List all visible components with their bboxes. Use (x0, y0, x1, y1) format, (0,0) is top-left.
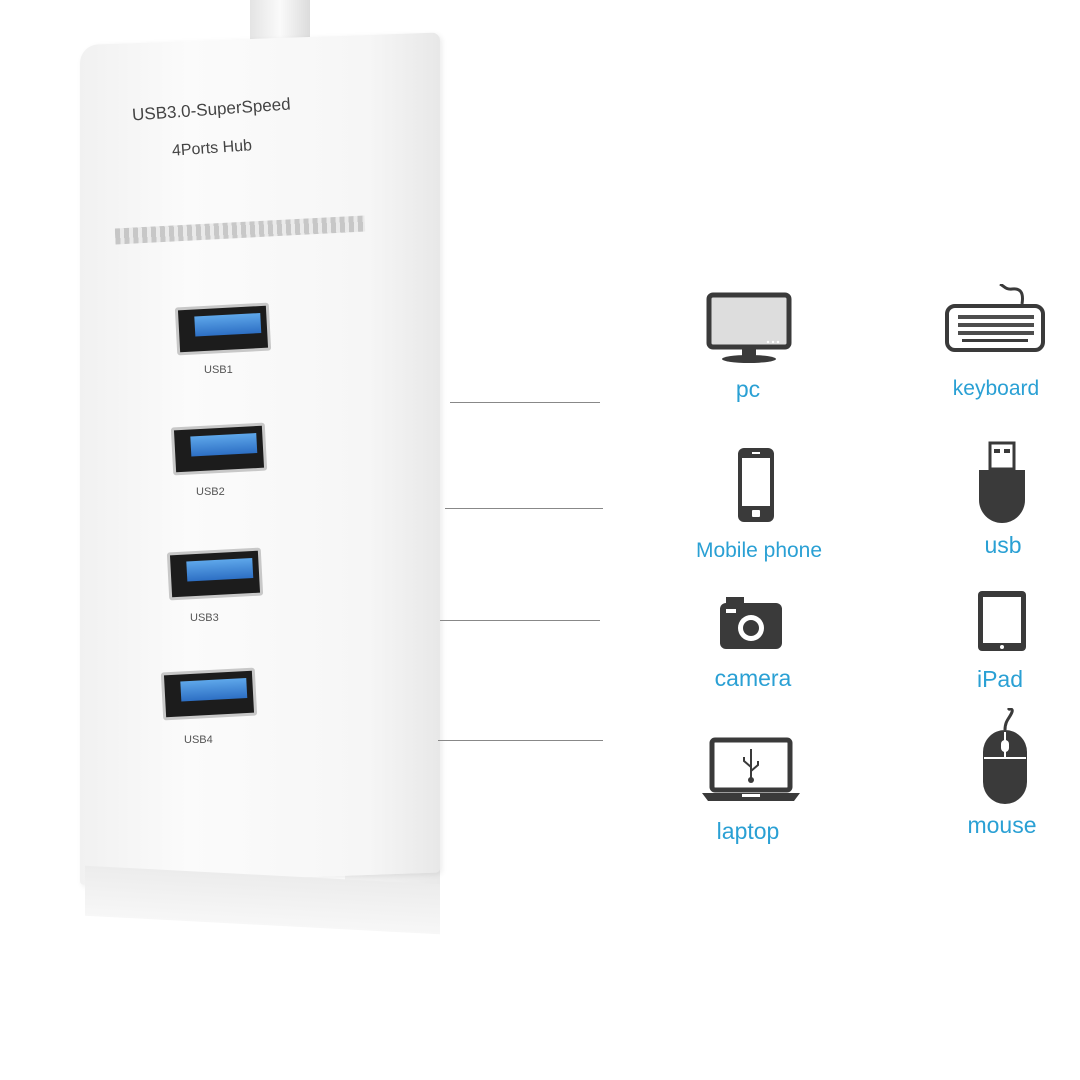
laptop-icon (702, 737, 800, 801)
port-label: USB3 (190, 612, 219, 624)
device-label-camera: camera (714, 665, 792, 691)
connector-line (445, 508, 603, 509)
device-label-ipad: iPad (976, 666, 1024, 692)
device-label-mobile-phone: Mobile phone (695, 539, 823, 562)
monitor-icon (706, 292, 792, 363)
port-label: USB2 (196, 486, 225, 498)
connector-line (450, 402, 600, 403)
device-label-mouse: mouse (967, 812, 1037, 838)
connector-line (438, 740, 603, 741)
port-label: USB1 (204, 364, 233, 376)
mouse-icon (983, 708, 1027, 804)
device-label-keyboard: keyboard (952, 377, 1040, 400)
keyboard-icon (945, 284, 1045, 352)
phone-icon (738, 448, 774, 522)
device-label-laptop: laptop (716, 818, 780, 844)
connector-line (440, 620, 600, 621)
port-label: USB4 (184, 734, 213, 746)
usb-drive-icon (979, 441, 1025, 523)
usb-port-3 (166, 547, 264, 601)
usb-port-1 (174, 302, 272, 356)
tablet-icon (978, 591, 1026, 651)
hub-cable (250, 0, 310, 40)
camera-icon (720, 597, 782, 649)
device-label-usb: usb (984, 532, 1022, 558)
device-label-pc: pc (735, 376, 761, 402)
usb-port-2 (170, 422, 268, 476)
usb-port-4 (160, 667, 258, 721)
